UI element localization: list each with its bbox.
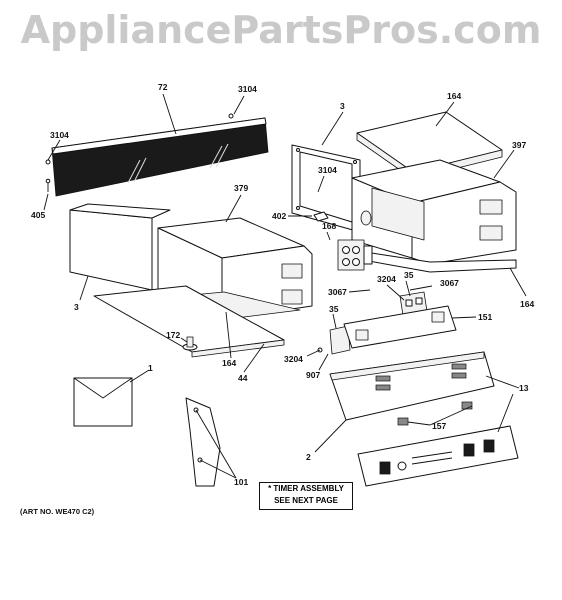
glass-panel [51,117,269,197]
side-frame-panel-right [291,144,361,233]
literature-envelope-1 [73,377,133,427]
label-379: 379 [234,183,248,193]
label-3: 3 [74,302,79,312]
label-3204: 3204 [377,274,396,284]
knob-157 [397,401,473,426]
leader-lines [43,93,527,479]
art-number: (ART NO. WE470 C2) [20,507,95,516]
base-plate [93,285,285,358]
side-panel-left [69,203,171,291]
clip-402 [313,211,329,222]
label-172: 172 [166,330,180,340]
label-151: 151 [478,312,492,322]
label-402: 402 [272,211,286,221]
label-35: 35 [329,304,339,314]
label-3104: 3104 [238,84,257,94]
label-3204: 3204 [284,354,303,364]
label-397: 397 [512,140,526,150]
label-35: 35 [404,270,414,280]
label-157: 157 [432,421,446,431]
label-164: 164 [222,358,236,368]
enclosure-box-right [351,159,517,265]
label-907: 907 [306,370,320,380]
switch-bracket-151 [343,305,457,349]
label-2: 2 [306,452,311,462]
label-72: 72 [158,82,168,92]
label-3: 3 [340,101,345,111]
label-3067: 3067 [328,287,347,297]
part-labels: 72 3104 3 164 3104 397 3104 405 379 402 … [31,82,534,487]
label-405: 405 [31,210,45,220]
label-3104: 3104 [50,130,69,140]
label-13: 13 [519,383,529,393]
label-164: 164 [520,299,534,309]
relay-168 [337,239,373,271]
label-44: 44 [238,373,248,383]
label-3104: 3104 [318,165,337,175]
control-panel-2 [329,351,495,421]
label-3067: 3067 [440,278,459,288]
watermark: AppliancePartsPros.com [20,8,542,52]
timer-note-line1: * TIMER ASSEMBLY [268,484,344,493]
label-101: 101 [234,477,248,487]
label-168: 168 [322,221,336,231]
timer-assembly-note: * TIMER ASSEMBLY SEE NEXT PAGE [259,482,353,510]
control-overlay-13 [357,425,519,487]
label-1: 1 [148,363,153,373]
label-164: 164 [447,91,461,101]
timer-note-line2: SEE NEXT PAGE [274,496,338,505]
